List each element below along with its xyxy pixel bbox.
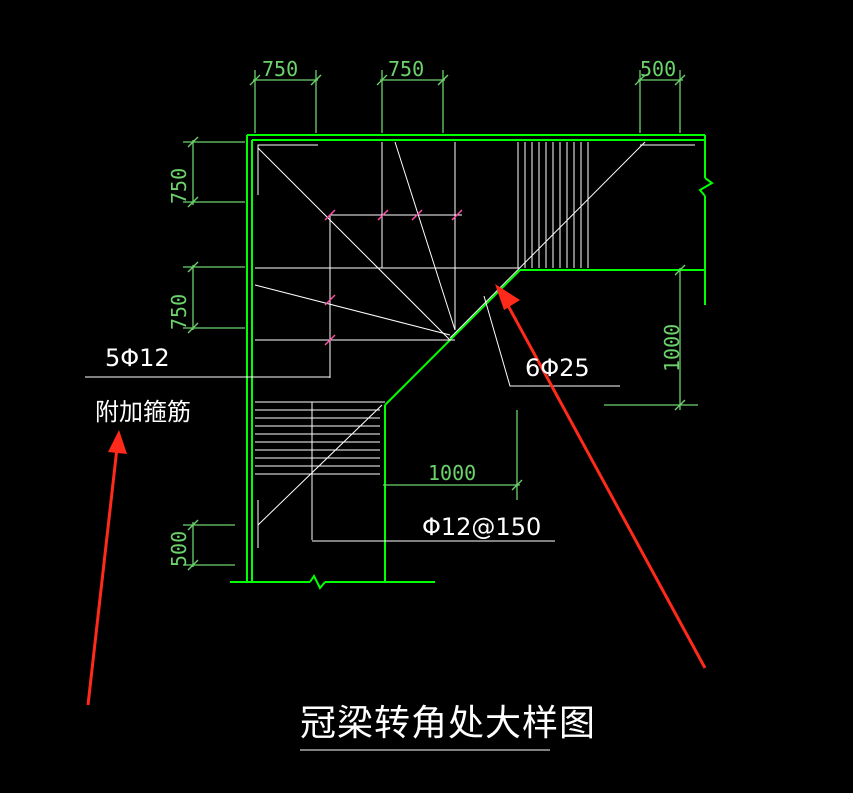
arrow-to-main-bars [503,299,707,669]
rebar-lines [85,141,695,751]
dim-left-2: 750 [167,294,191,330]
drawing-title: 冠梁转角处大样图 [300,703,596,744]
label-stirrup-count: 5Φ12 [105,344,170,372]
dim-right: 1000 [660,324,684,372]
arrow-head-main-bars [495,284,520,310]
dimension-lines [183,70,698,571]
beam-outline [230,134,714,590]
dim-top-2: 750 [388,57,424,81]
dim-left-1: 750 [167,168,191,204]
arrow-head-stirrup-note [108,430,127,454]
arrow-to-stirrup-note [86,447,119,706]
label-distribution-bars: Φ12@150 [422,513,541,541]
rebar-labels: 5Φ12 附加箍筋 6Φ25 Φ12@150 [95,344,590,541]
dimension-texts: 750 750 500 750 750 500 1000 1000 [167,57,684,567]
label-stirrup-note: 附加箍筋 [95,398,191,426]
dim-top-3: 500 [640,57,676,81]
rebar-ticks [324,209,463,346]
dim-top-1: 750 [262,57,298,81]
annotation-arrows [86,284,707,706]
label-main-bars: 6Φ25 [525,354,590,382]
dim-left-3: 500 [167,531,191,567]
dim-bottom: 1000 [428,461,476,485]
